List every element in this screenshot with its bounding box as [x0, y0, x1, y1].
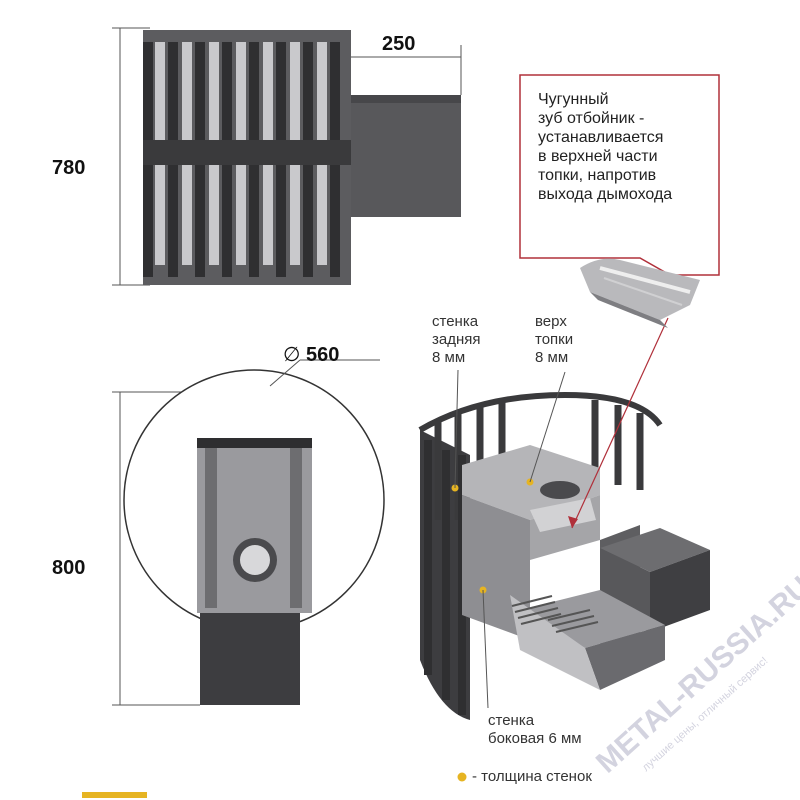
legend-text: - толщина стенок	[472, 768, 592, 785]
chimney-side	[351, 95, 461, 217]
dim-250: 250	[382, 33, 416, 55]
grate	[511, 595, 599, 633]
side-wall-leader	[482, 589, 489, 709]
slat-gaps	[155, 42, 327, 265]
stoking-tunnel-front	[200, 613, 300, 705]
dim-800: 800	[52, 557, 86, 579]
iso-view	[418, 317, 710, 720]
label-back-wall: стенка задняя 8 мм	[432, 313, 481, 366]
stoking-tunnel-iso	[510, 595, 600, 690]
label-top-firebox: верх топки 8 мм	[535, 313, 574, 366]
callout-text: Чугунный зуб отбойник - устанавливается …	[538, 91, 673, 203]
legend-marker	[457, 772, 467, 782]
dim-780: 780	[52, 157, 86, 179]
diameter-icon: ∅	[283, 344, 301, 366]
side-view	[112, 27, 462, 286]
front-view	[112, 359, 385, 706]
dim-diameter: ∅ 560	[283, 344, 340, 366]
middle-band	[143, 140, 351, 165]
deflector-leader	[571, 317, 669, 529]
accent-bar	[82, 792, 147, 798]
chimney-iso	[650, 550, 710, 632]
label-side-wall: стенка боковая 6 мм	[488, 712, 582, 747]
back-wall-leader	[454, 369, 459, 489]
top-leader	[529, 371, 566, 483]
deflector-part	[580, 258, 700, 328]
